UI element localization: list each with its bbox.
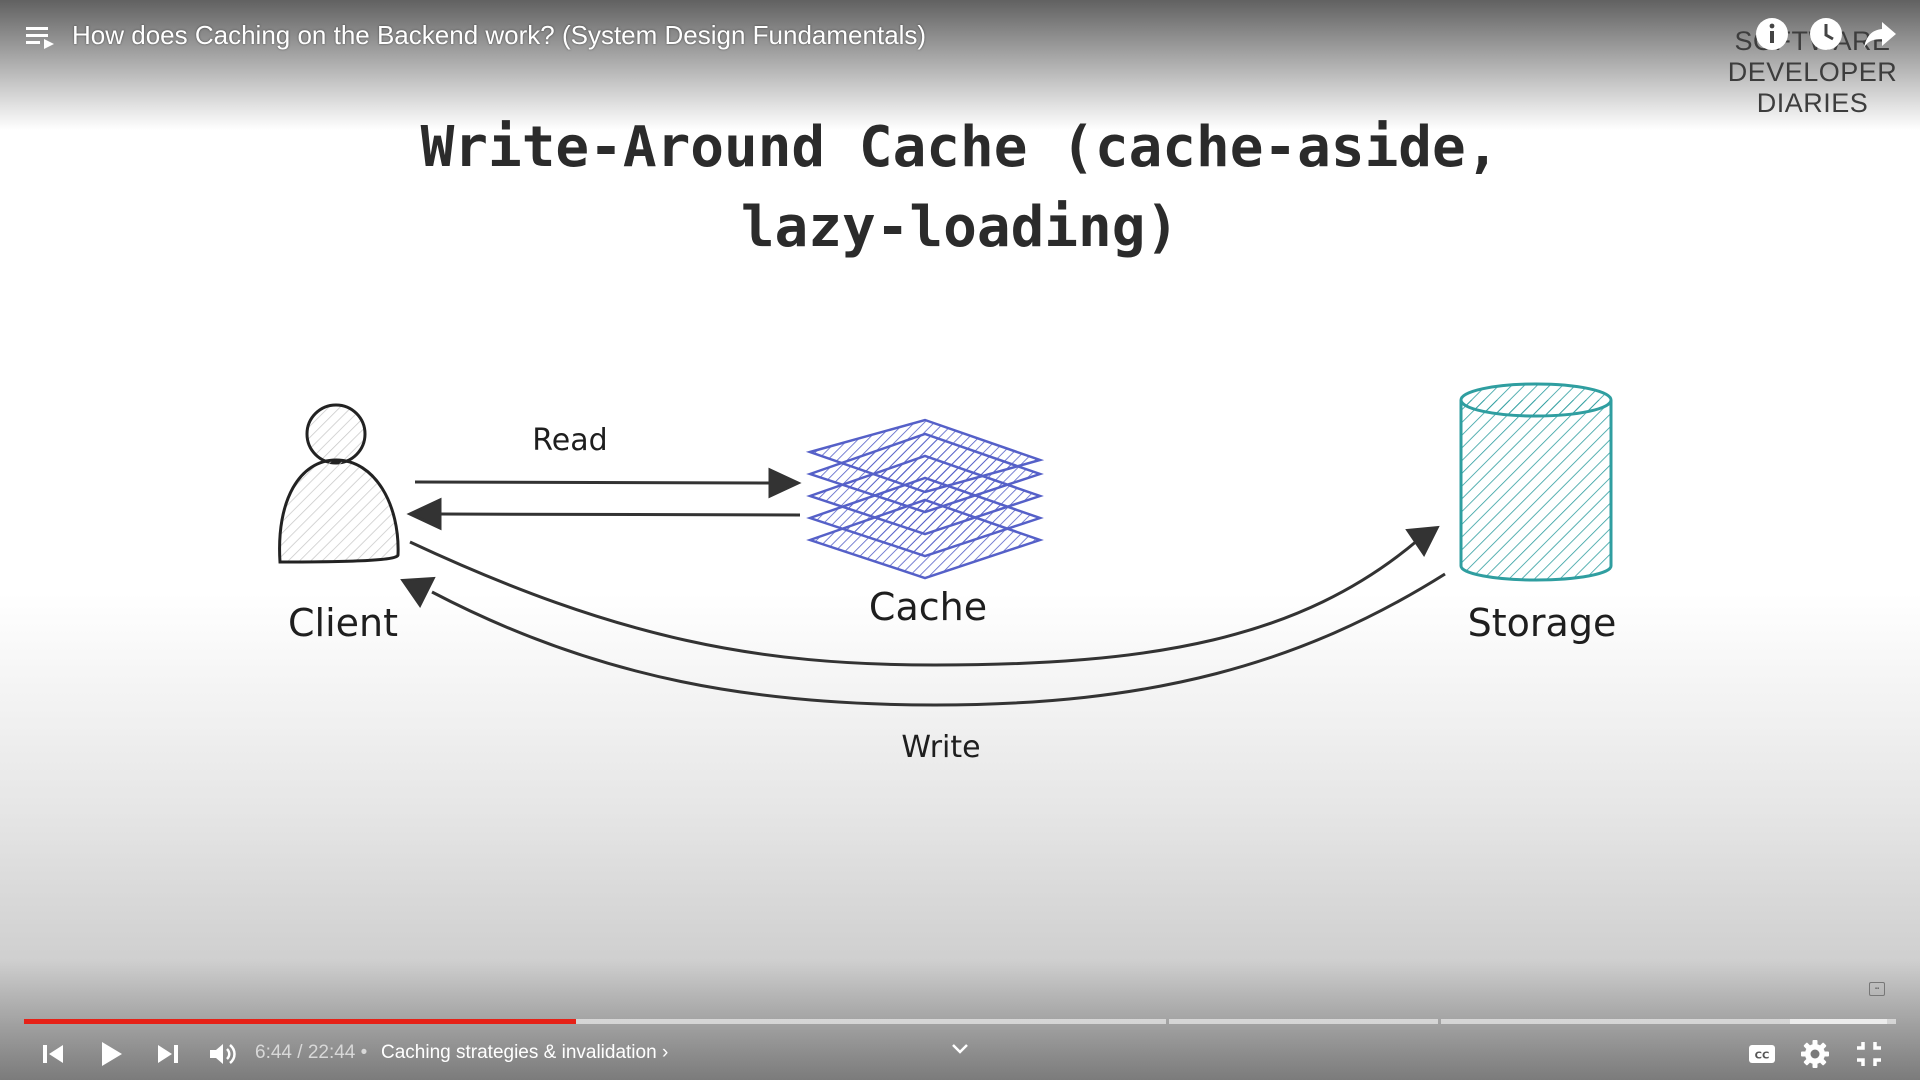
slide-title: Write-Around Cache (cache-aside, lazy-lo… [240, 108, 1680, 268]
chapter-title-button[interactable]: Caching strategies & invalidation › [381, 1042, 668, 1064]
time-separator: / [297, 1042, 303, 1063]
time-total: 22:44 [307, 1042, 356, 1063]
player-controls: 6:44 / 22:44 • Caching strategies & inva… [0, 1030, 1920, 1080]
write-label: Write [901, 730, 980, 765]
play-icon[interactable] [90, 1034, 130, 1074]
channel-watermark: SOFTWARE DEVELOPER DIARIES [1720, 26, 1905, 119]
info-icon[interactable] [1752, 14, 1792, 54]
chevron-down-icon[interactable] [948, 1040, 972, 1058]
storage-label: Storage [1468, 601, 1617, 645]
chapter-segment[interactable] [1169, 1019, 1438, 1024]
client-figure [278, 403, 400, 564]
overlay-badge-icon: ▪▪ [1869, 982, 1885, 996]
cache-label: Cache [869, 585, 987, 629]
cache-stack [805, 418, 1045, 580]
watermark-line-2: DEVELOPER [1727, 57, 1898, 87]
player-top-bar: How does Caching on the Backend work? (S… [0, 0, 1920, 70]
write-arrows [400, 525, 1446, 707]
progress-bar[interactable] [24, 1019, 1896, 1024]
chapter-segment[interactable] [1790, 1019, 1896, 1024]
read-arrows [406, 467, 802, 531]
share-icon[interactable] [1860, 14, 1900, 54]
watermark-line-3: DIARIES [1756, 88, 1869, 118]
chapter-segment[interactable] [1441, 1019, 1887, 1024]
chapter-title: Caching strategies & invalidation [381, 1042, 657, 1063]
volume-icon[interactable] [202, 1034, 242, 1074]
captions-icon[interactable]: CC [1742, 1034, 1782, 1074]
exit-fullscreen-icon[interactable] [1849, 1034, 1889, 1074]
chapter-segment[interactable] [394, 1019, 1166, 1024]
chapter-bullet: • [360, 1042, 368, 1063]
clock-icon[interactable] [1806, 14, 1846, 54]
skip-next-icon[interactable] [148, 1034, 188, 1074]
chapter-arrow: › [661, 1042, 669, 1063]
playlist-icon[interactable] [24, 22, 58, 52]
time-current: 6:44 [255, 1042, 292, 1063]
client-label: Client [288, 601, 398, 645]
skip-previous-icon[interactable] [33, 1034, 73, 1074]
storage-cylinder [1459, 382, 1613, 582]
read-label: Read [532, 423, 607, 458]
video-title[interactable]: How does Caching on the Backend work? (S… [72, 20, 927, 50]
svg-text:CC: CC [1755, 1051, 1770, 1062]
slide-title-line-2: lazy-loading) [740, 195, 1180, 260]
gear-icon[interactable] [1795, 1034, 1835, 1074]
time-display: 6:44 / 22:44 • [255, 1042, 367, 1064]
slide-title-line-1: Write-Around Cache (cache-aside, [420, 115, 1500, 180]
progress-played [24, 1019, 577, 1024]
